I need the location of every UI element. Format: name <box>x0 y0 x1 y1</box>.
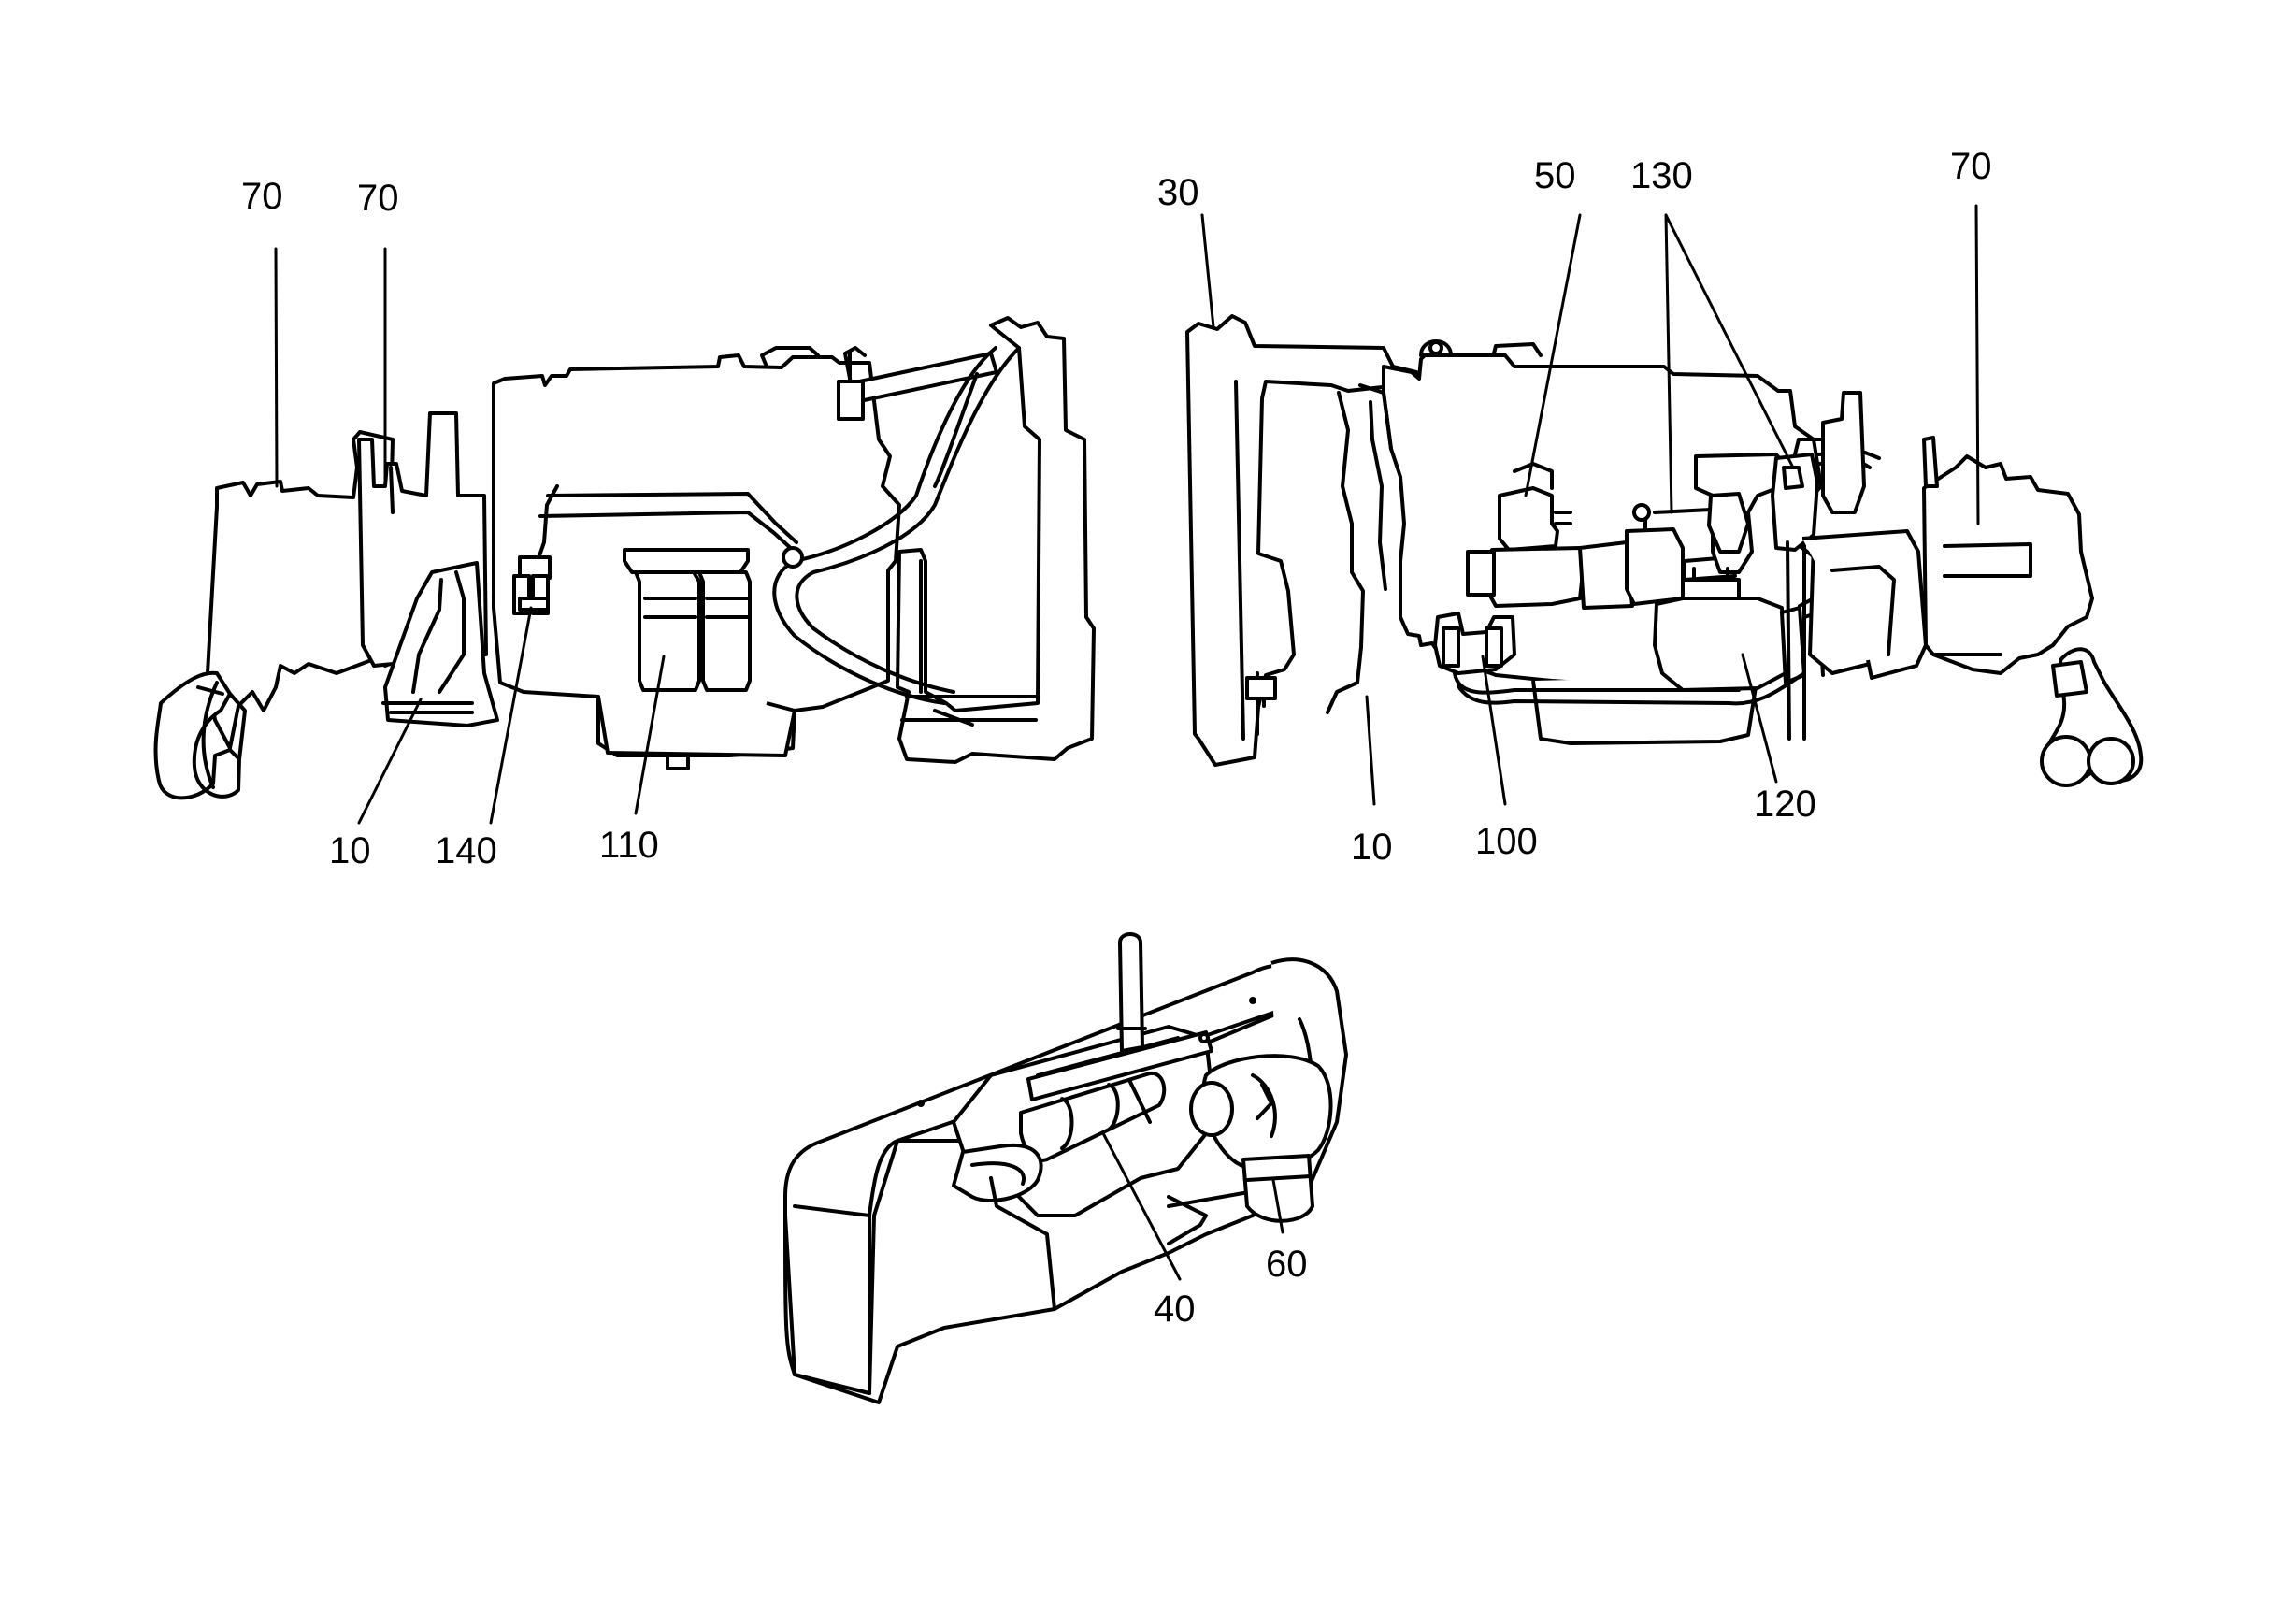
left-fuel-filters <box>623 548 752 692</box>
leader-right-30 <box>1200 213 1215 329</box>
callout-right-100: 100 <box>1475 821 1538 862</box>
right-oil-pan <box>1531 674 1759 745</box>
leader-right-130b <box>1664 213 1795 469</box>
callout-right-30: 30 <box>1157 172 1199 213</box>
leader-left-70a <box>274 247 279 488</box>
right-radiator <box>1185 314 1418 767</box>
callout-bottom-60: 60 <box>1266 1244 1308 1285</box>
right-pump-50 <box>1466 462 1634 610</box>
callout-right-120: 120 <box>1754 784 1816 825</box>
leader-right-70 <box>1974 204 1980 525</box>
callout-left-70b: 70 <box>357 178 399 219</box>
leader-bottom-40 <box>1101 1131 1182 1281</box>
left-radiator <box>896 316 1096 764</box>
callout-right-70: 70 <box>1950 146 1992 187</box>
left-oil-pan <box>596 696 796 757</box>
air-cleaner-60 <box>1189 1054 1333 1223</box>
left-fitting-140 <box>512 555 552 615</box>
leader-right-130a <box>1664 213 1673 514</box>
leader-left-140 <box>489 606 533 825</box>
leader-left-110 <box>634 655 666 815</box>
left-tailpipes <box>153 670 241 800</box>
leader-lines <box>274 204 1980 1281</box>
exhaust-stack <box>1118 932 1144 1053</box>
callout-left-110: 110 <box>599 825 659 866</box>
callout-left-140: 140 <box>435 830 497 871</box>
leader-left-10 <box>357 698 423 825</box>
callout-bottom-40: 40 <box>1154 1288 1196 1330</box>
leader-bottom-60 <box>1271 1178 1284 1234</box>
leader-right-100 <box>1481 655 1507 806</box>
callout-right-10: 10 <box>1351 827 1393 868</box>
leader-right-120 <box>1741 653 1778 784</box>
leader-right-10 <box>1365 695 1376 806</box>
right-fuel-injection-130 <box>1625 391 1881 606</box>
callout-right-50: 50 <box>1534 155 1576 196</box>
bottom-hood-view <box>783 932 1348 1404</box>
callout-left-70a: 70 <box>241 176 283 217</box>
under-hood-pipe <box>952 1143 1043 1202</box>
leader-right-50 <box>1524 213 1582 497</box>
right-coolant-pump-100 <box>1433 612 1806 706</box>
left-engine-view <box>153 316 1096 800</box>
right-engine-view <box>1185 314 2144 787</box>
callout-left-10: 10 <box>329 830 371 871</box>
callout-right-130: 130 <box>1630 155 1693 196</box>
right-transmission <box>1922 454 2094 675</box>
